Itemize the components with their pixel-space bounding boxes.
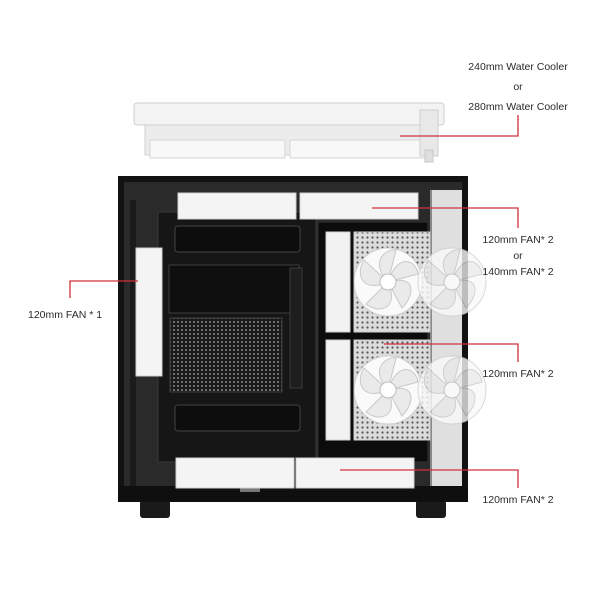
callout-line-side-fan: [69, 280, 138, 298]
top-fans: [177, 192, 419, 220]
side-rear-fan: [135, 247, 163, 377]
top-fans-label-1: 120mm FAN* 2: [482, 234, 554, 246]
radiator-label-1: 240mm Water Cooler: [468, 61, 568, 73]
callout-line-top-fans: [372, 207, 519, 228]
callout-line-mid-fans: [384, 343, 519, 362]
callout-lines: [69, 115, 519, 488]
radiator-label-2: 280mm Water Cooler: [468, 101, 568, 113]
radiator-240-280: [133, 102, 445, 163]
radiator-label-or: or: [513, 81, 523, 93]
callout-line-radiator: [400, 115, 519, 137]
top-fans-label-or: or: [513, 250, 523, 262]
bottom-fans: [175, 457, 415, 489]
callout-line-bottom-fans: [340, 469, 519, 488]
bottom-fans-label: 120mm FAN* 2: [482, 494, 554, 506]
mid-fans: [325, 231, 487, 441]
side-fan-label: 120mm FAN * 1: [28, 309, 103, 321]
mid-fans-label: 120mm FAN* 2: [482, 368, 554, 380]
top-fans-label-2: 140mm FAN* 2: [482, 266, 554, 278]
